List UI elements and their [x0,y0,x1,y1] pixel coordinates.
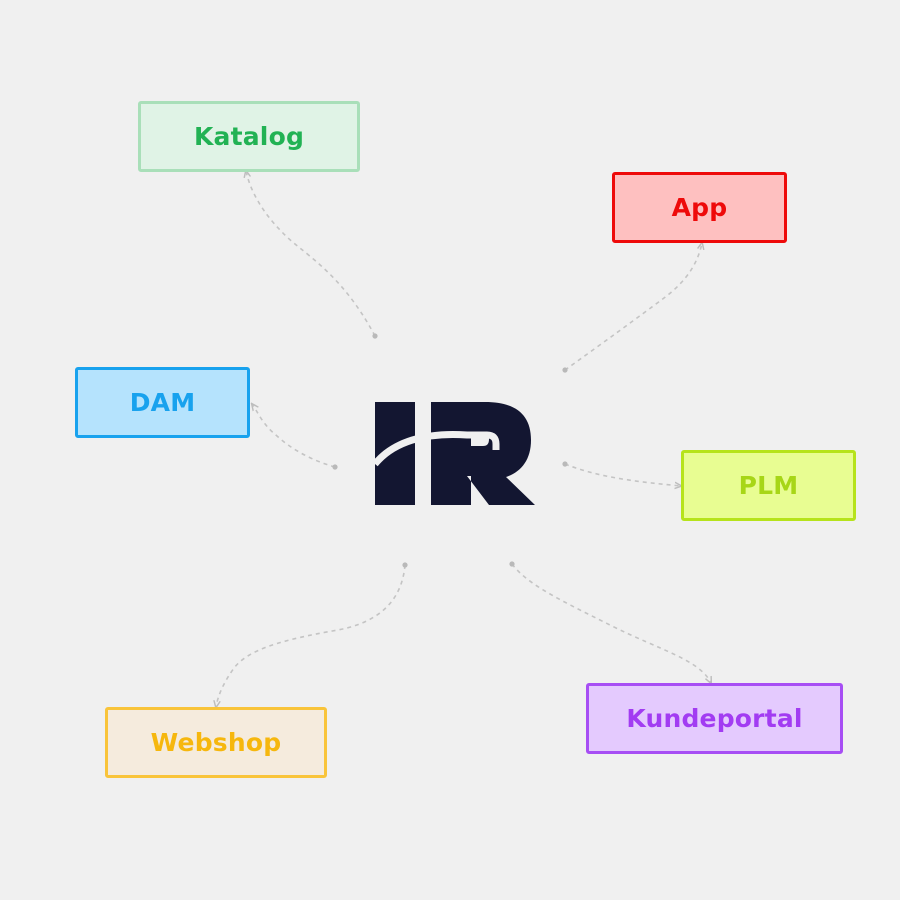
connector-plm [564,463,681,486]
dam-label: DAM [129,388,196,417]
webshop-node[interactable]: Webshop [105,707,327,778]
connector-start-dot-app [562,367,568,373]
katalog-node[interactable]: Katalog [138,101,360,172]
plm-node[interactable]: PLM [681,450,856,521]
connector-katalog [246,171,376,337]
plm-label: PLM [738,471,799,500]
kundeportal-node[interactable]: Kundeportal [586,683,843,754]
connector-start-dot-plm [562,461,568,467]
connector-start-dot-dam [332,464,338,470]
dam-node[interactable]: DAM [75,367,250,438]
app-node[interactable]: App [612,172,787,243]
ir-logo-mark [375,402,535,505]
kundeportal-label: Kundeportal [626,704,803,733]
connector-app [564,243,702,371]
ir-logo-icon [375,402,535,505]
app-label: App [671,193,728,222]
connector-start-dot-webshop [402,562,408,568]
connector-kundeportal [511,563,711,683]
ir-logo-swoosh [375,431,500,467]
connector-webshop [216,564,406,707]
connector-dam [252,404,336,468]
connector-start-dot-katalog [372,333,378,339]
katalog-label: Katalog [193,122,305,151]
webshop-label: Webshop [150,728,282,757]
connector-start-dot-kundeportal [509,561,515,567]
